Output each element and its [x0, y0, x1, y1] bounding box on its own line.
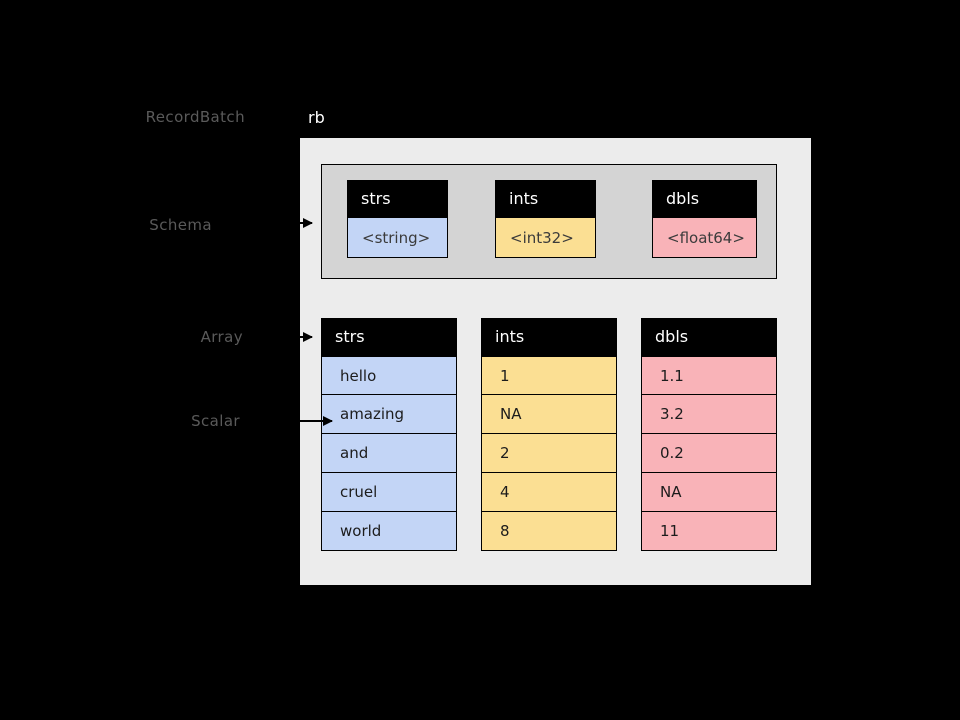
schema-type-cell: <string>: [347, 218, 448, 258]
array-cell: 3.2: [641, 395, 777, 434]
arrow-to-schema-icon: [270, 218, 313, 228]
array-column-dbls: dbls 1.1 3.2 0.2 NA 11: [641, 318, 777, 551]
array-column-header: ints: [481, 318, 617, 356]
array-cell: 2: [481, 434, 617, 473]
schema-column-ints: ints <int32>: [495, 180, 596, 258]
array-cell: 1.1: [641, 356, 777, 395]
schema-column-header: strs: [347, 180, 448, 218]
label-array: Array: [200, 328, 243, 346]
array-column-header: strs: [321, 318, 457, 356]
array-column-ints: ints 1 NA 2 4 8: [481, 318, 617, 551]
schema-type-cell: <float64>: [652, 218, 757, 258]
array-cell: and: [321, 434, 457, 473]
schema-column-header: dbls: [652, 180, 757, 218]
label-schema: Schema: [149, 216, 212, 234]
array-cell: 1: [481, 356, 617, 395]
array-column-strs: strs hello amazing and cruel world: [321, 318, 457, 551]
array-cell: 11: [641, 512, 777, 551]
arrow-to-array-icon: [270, 332, 313, 342]
array-cell: 0.2: [641, 434, 777, 473]
label-recordbatch: RecordBatch: [145, 108, 245, 126]
schema-type-cell: <int32>: [495, 218, 596, 258]
recordbatch-title: rb: [308, 108, 325, 127]
schema-column-dbls: dbls <float64>: [652, 180, 757, 258]
array-cell: cruel: [321, 473, 457, 512]
schema-column-header: ints: [495, 180, 596, 218]
label-scalar: Scalar: [191, 412, 240, 430]
array-cell: NA: [481, 395, 617, 434]
array-cell: 8: [481, 512, 617, 551]
array-cell: 4: [481, 473, 617, 512]
array-cell: amazing: [321, 395, 457, 434]
array-column-header: dbls: [641, 318, 777, 356]
schema-column-strs: strs <string>: [347, 180, 448, 258]
array-cell: hello: [321, 356, 457, 395]
array-cell: world: [321, 512, 457, 551]
array-cell: NA: [641, 473, 777, 512]
arrow-to-scalar-icon: [270, 416, 333, 426]
